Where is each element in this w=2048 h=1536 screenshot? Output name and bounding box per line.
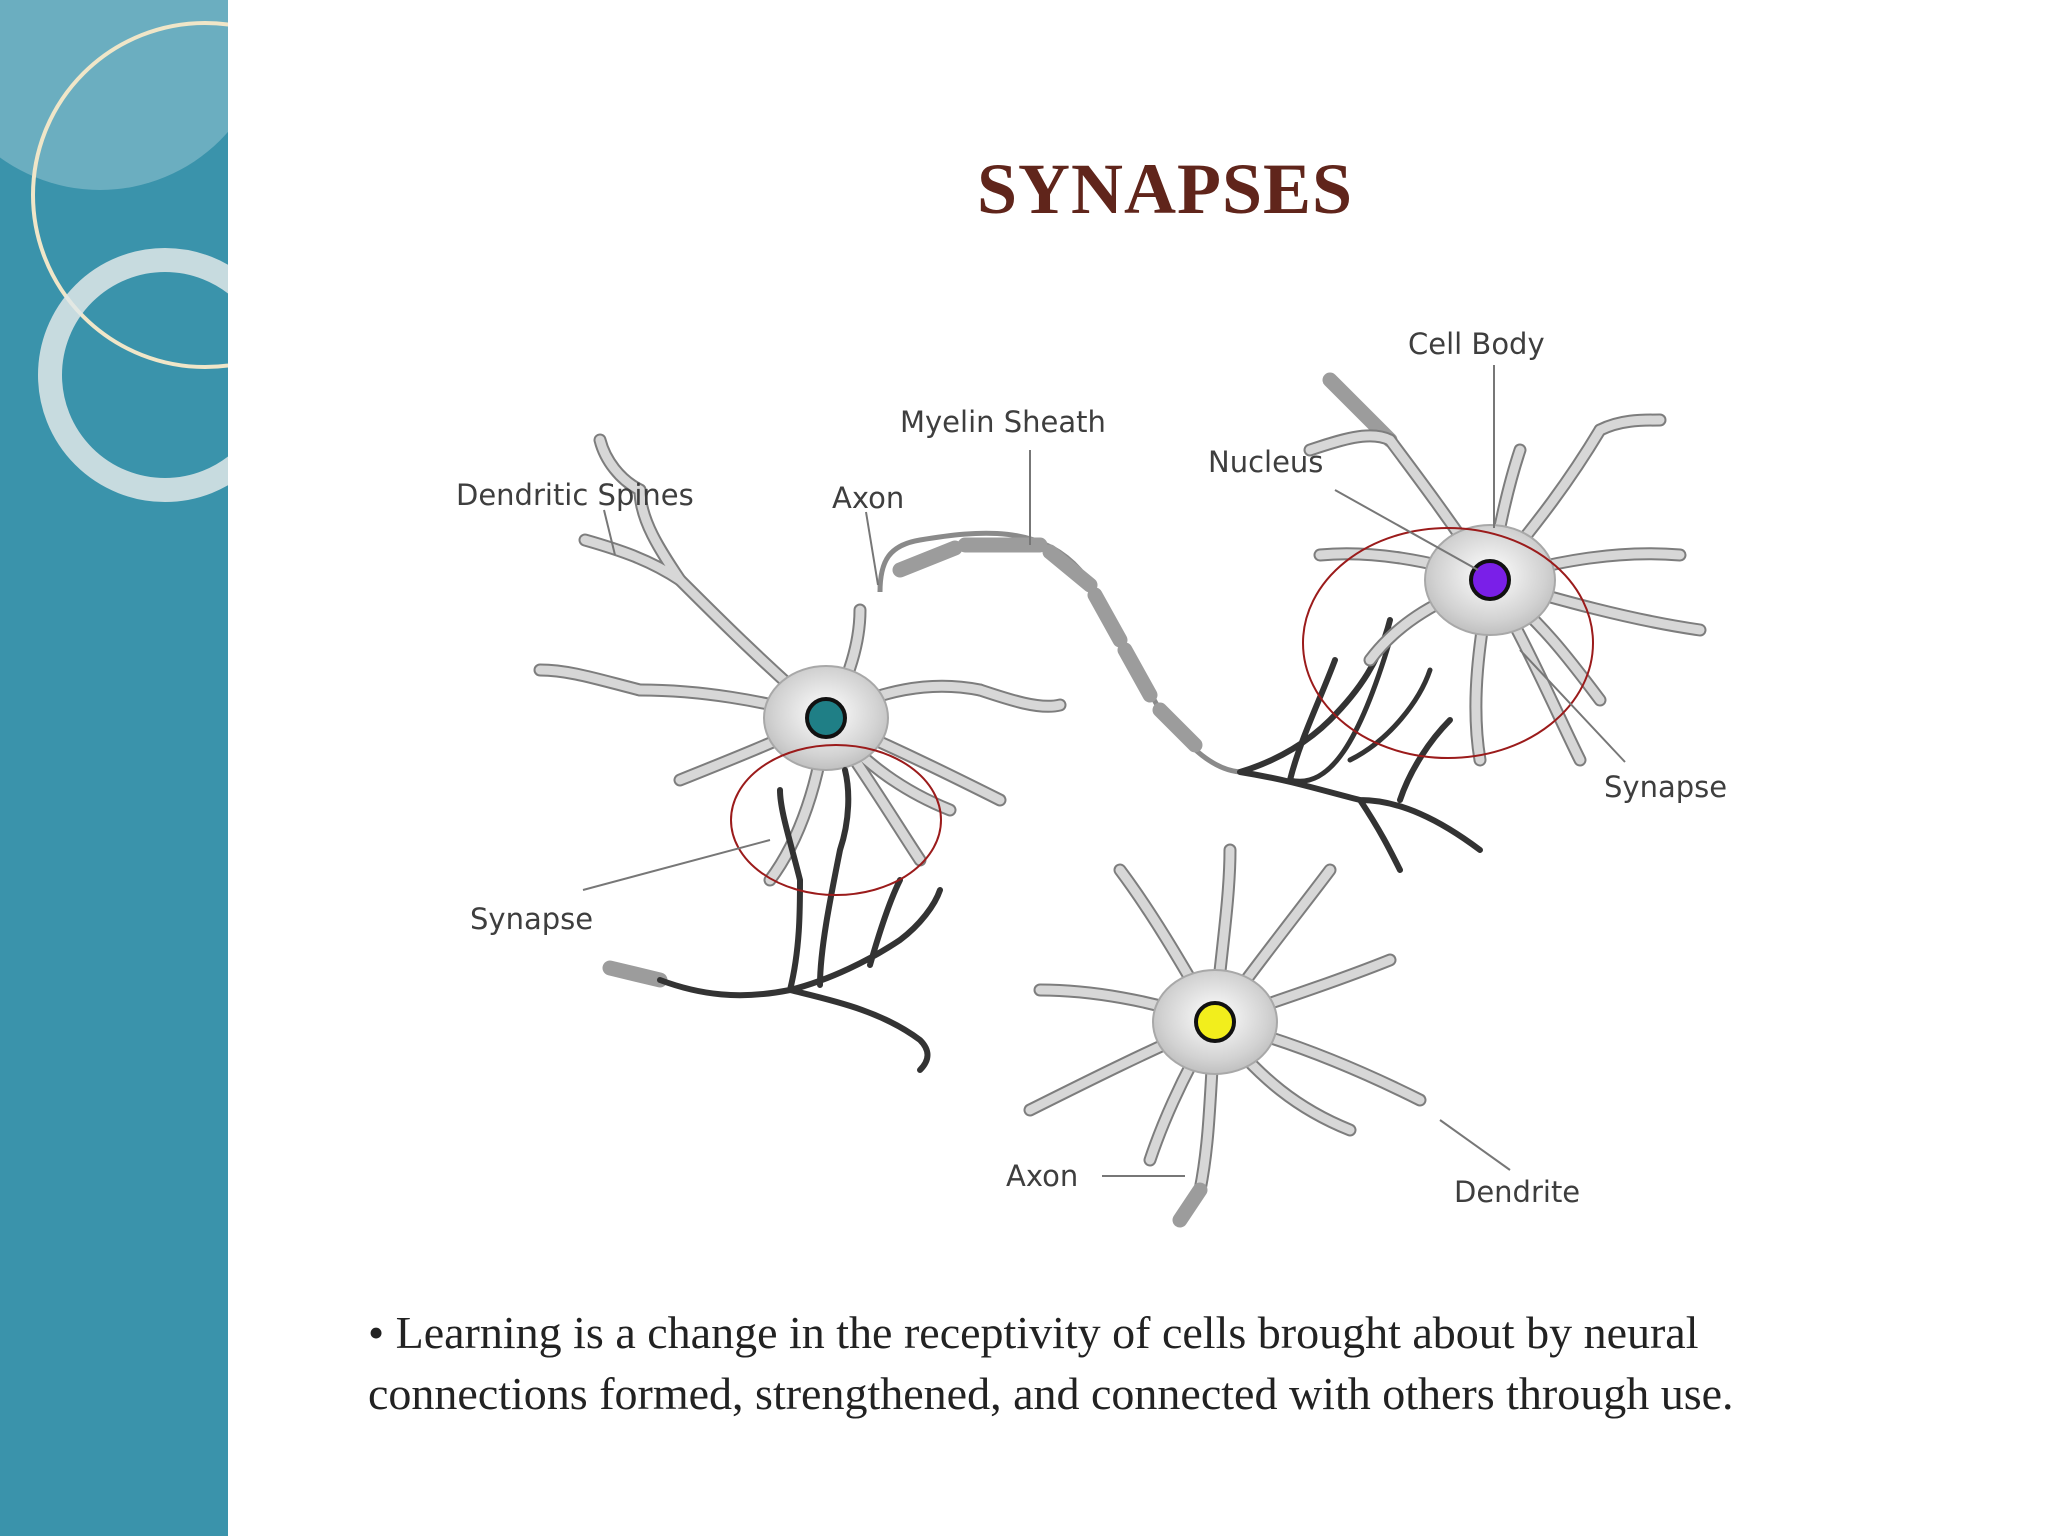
synapse-highlight-left — [730, 744, 942, 896]
label-dendritic-spines: Dendritic Spines — [456, 478, 694, 512]
myelin-axon — [877, 530, 1483, 873]
label-axon-top: Axon — [832, 481, 904, 515]
label-nucleus: Nucleus — [1208, 445, 1323, 479]
left-nucleus — [805, 697, 847, 739]
label-axon-bottom: Axon — [1006, 1159, 1078, 1193]
synapse-highlight-right — [1302, 527, 1594, 759]
label-synapse-right: Synapse — [1604, 770, 1727, 804]
right-neuron — [1303, 372, 1707, 767]
thick-ring — [38, 248, 228, 502]
decorative-rings — [0, 0, 228, 502]
bottom-neuron — [1023, 843, 1427, 1228]
label-dendrite: Dendrite — [1454, 1175, 1580, 1209]
sidebar-decoration — [0, 0, 228, 1536]
label-cell-body: Cell Body — [1408, 327, 1545, 361]
bullet-text: • Learning is a change in the receptivit… — [368, 1307, 1734, 1419]
left-neuron — [533, 433, 1067, 887]
thin-ring — [31, 21, 228, 369]
bottom-nucleus — [1194, 1001, 1236, 1043]
incoming-axon-left — [602, 767, 943, 1073]
right-nucleus — [1469, 559, 1511, 601]
translucent-disc — [0, 0, 228, 190]
neuron-synapse-diagram: Cell Body Myelin Sheath Nucleus Dendriti… — [456, 327, 1727, 1228]
leader-lines — [582, 365, 1626, 1177]
slide-title: SYNAPSES — [976, 149, 1354, 229]
label-myelin-sheath: Myelin Sheath — [900, 405, 1106, 439]
label-synapse-left: Synapse — [470, 902, 593, 936]
